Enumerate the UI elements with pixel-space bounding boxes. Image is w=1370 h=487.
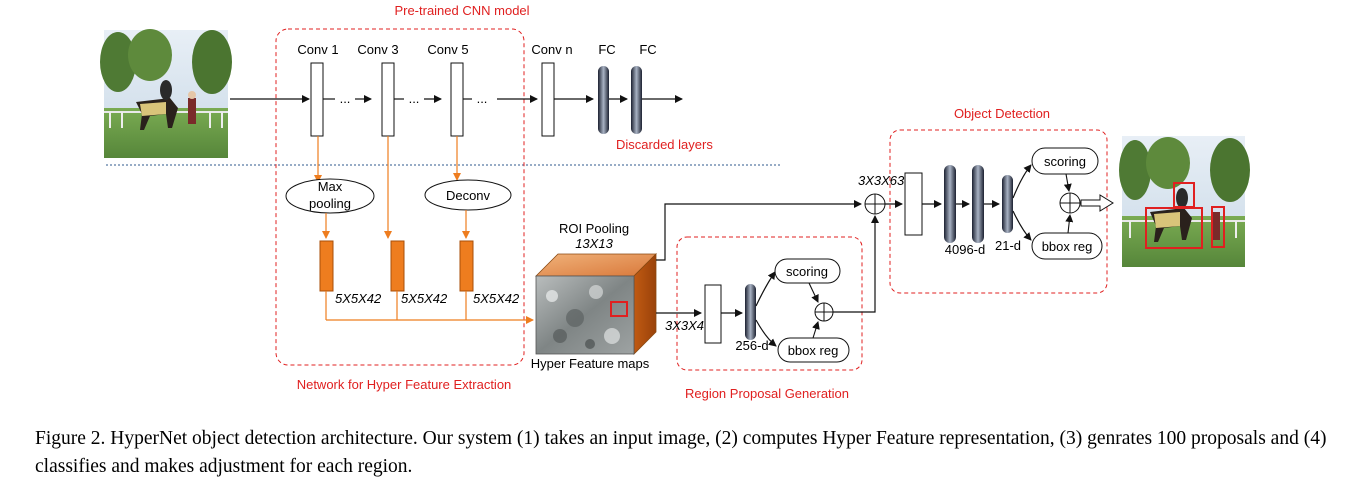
od-conv-layer [904,172,923,236]
od-fc1-layer [944,165,956,243]
od-kernel-label: 3X3X63 [858,173,905,188]
ellipsis-3: ... [477,91,488,106]
hyper-feature-cube [535,253,657,355]
size-label-2: 5X5X42 [401,291,448,306]
conv5-layer [450,62,464,137]
svg-text:Max: Max [318,179,343,194]
rpg-256-label: 256-d [735,338,768,353]
rpg-fc-layer [745,284,756,340]
od-fc3-layer [1002,175,1013,233]
size-label-1: 5X5X42 [335,291,382,306]
fc1-layer [598,66,609,134]
max-pooling-node: Max pooling [285,178,375,214]
conv5-label: Conv 5 [427,42,468,57]
fc1-label: FC [598,42,615,57]
od-bbox-node: bbox reg [1031,232,1103,260]
rpg-scoring-node: scoring [774,258,841,284]
svg-text:bbox reg: bbox reg [788,343,839,358]
od-sum-node [864,193,886,215]
rpg-bbox-node: bbox reg [777,337,850,363]
od-box [889,129,1108,294]
input-image [100,29,232,158]
rpg-kernel-label: 3X3X4 [665,318,704,333]
conv3-layer [381,62,395,137]
od-4096-label: 4096-d [945,242,985,257]
output-image [1119,136,1250,267]
fc2-label: FC [639,42,656,57]
output-arrow [1080,194,1114,212]
pretrained-title: Pre-trained CNN model [394,3,529,18]
roi-pooling-label: ROI Pooling [559,221,629,236]
svg-text:Deconv: Deconv [446,188,491,203]
hyper-maps-label: Hyper Feature maps [531,356,650,371]
ellipsis-1: ... [340,91,351,106]
deconv-node: Deconv [424,179,512,211]
od-21-label: 21-d [995,238,1021,253]
rpg-box [676,236,863,371]
conv1-layer [310,62,324,137]
od-out-sum-node [1059,192,1081,214]
od-title: Object Detection [954,106,1050,121]
svg-text:pooling: pooling [309,196,351,211]
convn-label: Conv n [531,42,572,57]
ellipsis-2: ... [409,91,420,106]
conv1-label: Conv 1 [297,42,338,57]
hyper-extraction-box [275,28,525,366]
rpg-sum-node [814,302,834,322]
rpg-conv-layer [704,284,722,344]
fc2-layer [631,66,642,134]
size-label-3: 5X5X42 [473,291,520,306]
hyper-extraction-label: Network for Hyper Feature Extraction [297,377,512,392]
svg-text:scoring: scoring [1044,154,1086,169]
figure-caption: Figure 2. HyperNet object detection arch… [35,428,1327,477]
rpg-title: Region Proposal Generation [685,386,849,401]
feature-block-1 [319,240,334,292]
feature-block-3 [459,240,474,292]
feature-block-2 [390,240,405,292]
conv3-label: Conv 3 [357,42,398,57]
roi-size-label: 13X13 [575,236,613,251]
svg-text:bbox reg: bbox reg [1042,239,1093,254]
od-fc2-layer [972,165,984,243]
convn-layer [541,62,555,137]
od-scoring-node: scoring [1031,147,1099,175]
discarded-layers-label: Discarded layers [616,137,713,152]
svg-text:scoring: scoring [786,264,828,279]
